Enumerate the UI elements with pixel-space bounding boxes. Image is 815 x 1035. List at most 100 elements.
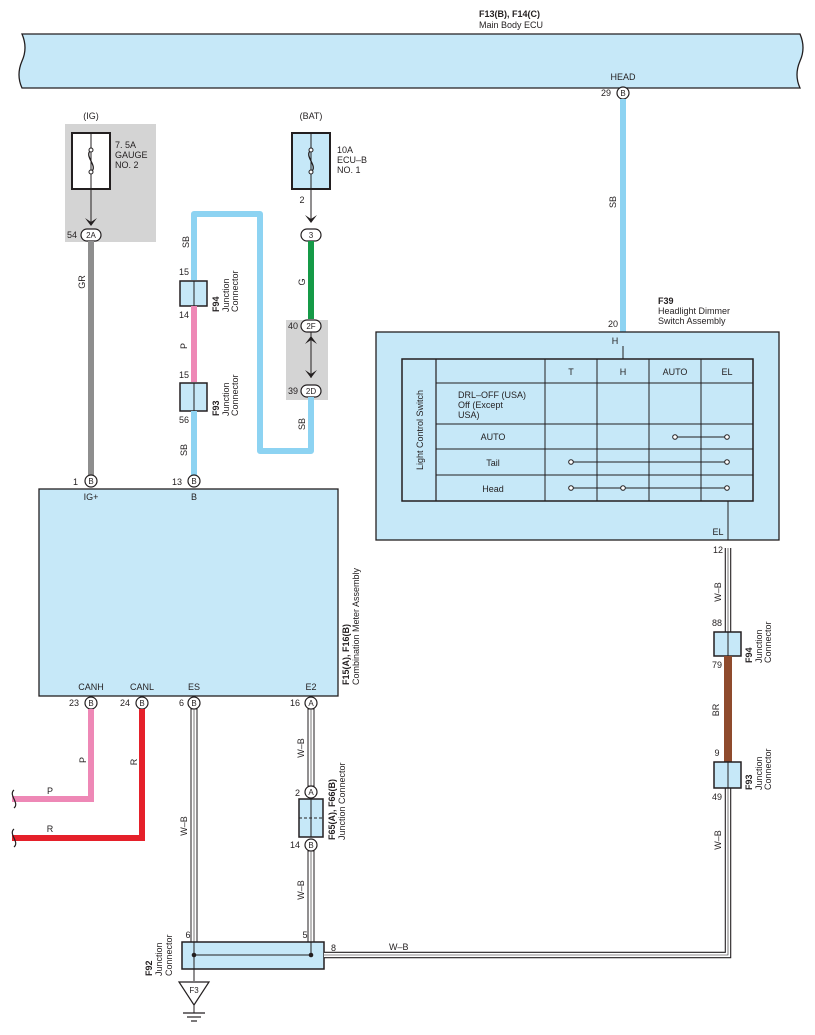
br-wire [724,656,732,763]
fuse-ecub-supply: (BAT) [300,111,323,121]
meter-b-conn: B [191,477,196,486]
jc-f92-code: F92 [144,960,154,976]
dimmer-name1: Headlight Dimmer [658,306,730,316]
light-control-switch-table [401,358,754,502]
fuse-ecub-arrow [305,215,317,223]
p-wire-jc [191,306,197,382]
main-body-ecu-bar [18,33,804,89]
wire-label-wb-el-bottom: W–B [713,830,723,850]
meter-igp-num: 1 [73,477,78,487]
jc-f94-right-name1: Junction [754,629,764,663]
jc-f65-code: F65(A), F66(B) [327,779,337,840]
junction-2f-pin: 40 [288,321,298,331]
meter-igp-conn: B [88,477,93,486]
can-l-wire [12,709,145,841]
wb-wire-es [190,708,198,943]
combination-meter-box [38,488,339,697]
jc-f65-pin-bot: 14 [290,840,300,850]
col-auto: AUTO [663,367,688,377]
dimmer-pin-h-label: H [612,336,619,346]
jc-f93-right-name2: Connector [763,748,773,790]
jc-f94-right-pin-top: 88 [712,618,722,628]
meter-igp-terminal [84,474,98,488]
meter-name: Combination Meter Assembly [351,567,361,685]
jc-f94-right-pin-bot: 79 [712,660,722,670]
sb-wire-head [620,99,626,332]
meter-e2-conn: A [308,699,314,708]
row-tail: Tail [486,458,500,468]
jc-f93-left-pin-bot: 56 [179,415,189,425]
can-h-wire [12,709,94,802]
wire-label-sb-meter: SB [179,444,189,456]
jc-f93-right-code: F93 [744,774,754,790]
jc-f92-pin-right: 8 [331,943,336,953]
wire-label-r-can: R [129,758,139,765]
row-head: Head [482,484,504,494]
junction-2d-pin: 39 [288,386,298,396]
fuse-gauge-arrow [85,218,97,226]
junction-2f-arrow [305,336,317,344]
wire-label-wb-e2: W–B [296,738,306,758]
ecu-head-label: HEAD [610,72,636,82]
wire-label-br: BR [711,703,721,716]
fuse-ecub-pin-top: 2 [299,195,304,205]
wire-label-wb-f65: W–B [296,880,306,900]
jc-f92-pin-mid: 5 [302,930,307,940]
wire-label-sb-head: SB [608,196,618,208]
fuse-gauge-rating: 7. 5A [115,140,136,150]
ground-f3-label: F3 [189,986,199,995]
fuse-gauge-pin: 54 [67,230,77,240]
wb-wire-f65-f92 [307,850,315,943]
dimmer-pin-el-num: 12 [713,545,723,555]
meter-canl-conn: B [139,699,144,708]
dimmer-name2: Switch Assembly [658,316,726,326]
gr-wire [88,241,94,476]
jc-f93-left-pin-top: 15 [179,370,189,380]
meter-canh-conn: B [88,699,93,708]
fuse-ecub-pin: 3 [309,231,314,240]
dimmer-pin-el-label: EL [712,527,723,537]
can-l-break [11,828,17,848]
fuse-ecub-name2: NO. 1 [337,165,361,175]
jc-f94-left-pin-top: 15 [179,267,189,277]
wire-label-p-can-h: P [47,786,53,796]
row-auto: AUTO [481,432,506,442]
meter-b-terminal [187,474,201,488]
sb-wire-meter [191,411,197,476]
meter-es-num: 6 [179,698,184,708]
ecu-code: F13(B), F14(C) [479,9,540,19]
meter-code: F15(A), F16(B) [341,624,351,685]
wire-label-r-can-h: R [47,824,54,834]
ecu-head-pin: 29 [601,88,611,98]
wire-label-wb-el-top: W–B [713,582,723,602]
jc-f65-conn-bot: B [308,841,313,850]
dimmer-pin-h-num: 20 [608,319,618,329]
sb-wire-loop [191,211,314,454]
g-wire [308,241,314,319]
ecu-name: Main Body ECU [479,20,543,30]
wire-label-sb-loop: SB [297,418,307,430]
meter-es-conn: B [191,699,196,708]
col-el: EL [721,367,732,377]
fuse-gauge-name2: NO. 2 [115,160,139,170]
row-drl-off-line3: USA) [458,410,480,420]
jc-f94-left-name1: Junction [221,278,231,312]
ground-f3-symbol [177,981,211,1007]
ecu-head-conn: B [620,89,625,98]
jc-f65-pin-top: 2 [295,788,300,798]
jc-f65-conn-top: A [308,788,314,797]
fuse-ecub-name1: ECU–B [337,155,367,165]
meter-b-label: B [191,492,197,502]
fuse-ecub-rating: 10A [337,145,353,155]
jc-f94-left-pin-bot: 14 [179,310,189,320]
jc-f93-left-name1: Junction [221,382,231,416]
meter-igp-label: IG+ [84,492,99,502]
meter-e2-num: 16 [290,698,300,708]
fuse-gauge-supply: (IG) [83,111,99,121]
wire-label-wb-bottom: W–B [389,942,409,952]
fuse-gauge-conn: 2A [86,231,96,240]
jc-f93-right-name1: Junction [754,756,764,790]
jc-f94-right-name2: Connector [763,621,773,663]
